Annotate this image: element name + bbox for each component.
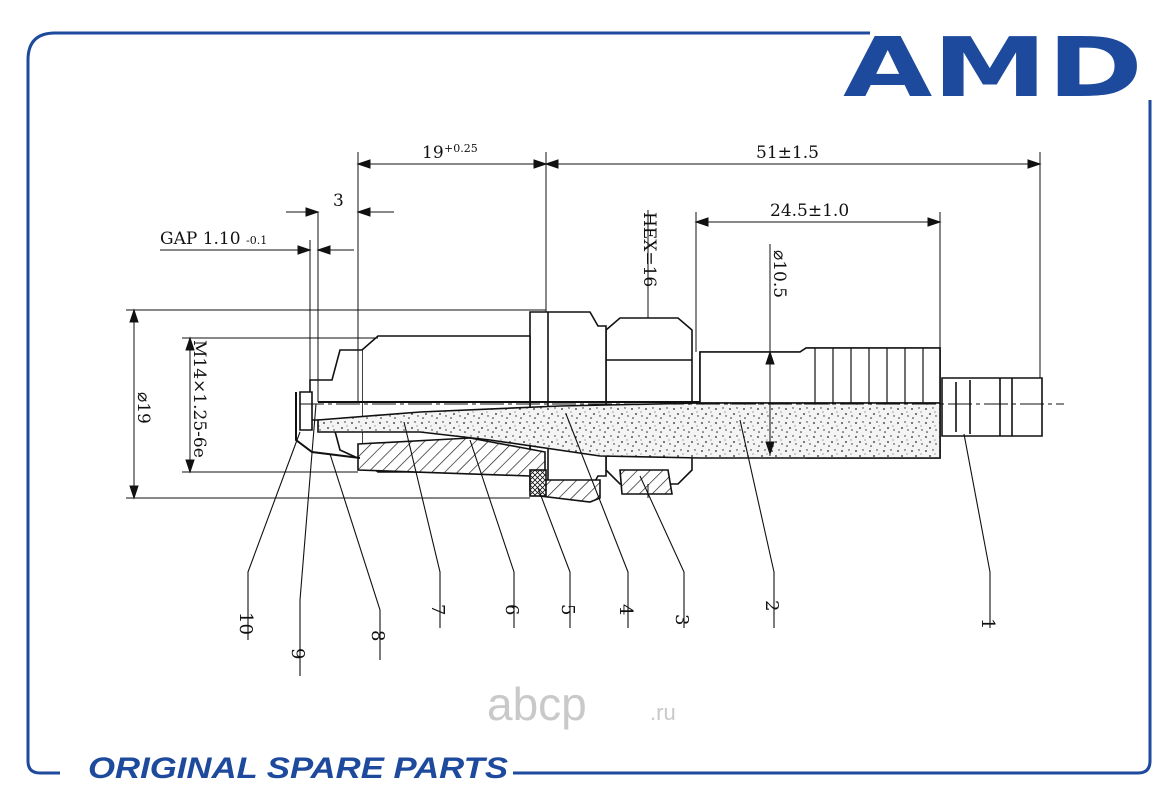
spark-plug [295,311,1064,503]
part-label-1: 1 [977,618,998,629]
leader-lines [247,403,991,676]
part-label-3: 3 [671,614,692,625]
dim-51: 51±1.5 [756,143,819,163]
part-label-7: 7 [427,604,448,615]
part-label-6: 6 [501,604,522,615]
footer-text: ORIGINAL SPARE PARTS [88,752,508,785]
dim-3: 3 [333,191,344,211]
dimension-lines [126,152,1042,500]
frame-border [26,31,1152,775]
part-label-10: 10 [235,612,256,635]
ground-electrode [295,392,361,459]
dim-dia-10-5: ⌀10.5 [769,250,789,298]
watermark: abcp .ru [487,678,676,730]
dim-gap-tol: -0.1 [246,234,267,247]
svg-text:abcp: abcp [487,678,587,730]
part-label-4: 4 [615,604,636,615]
dim-dia-19: ⌀19 [133,392,153,424]
part-label-5: 5 [557,604,578,615]
part-labels: 1 2 3 4 5 6 7 8 9 10 [235,600,998,659]
dim-19: 19 [422,143,444,163]
svg-text:.ru: .ru [650,700,676,725]
svg-text:AMD: AMD [843,21,1143,116]
part-label-8: 8 [367,630,388,641]
dim-hex: HEX=16 [639,212,659,287]
gasket [529,469,547,497]
insulator-core [317,402,941,459]
dim-24-5: 24.5±1.0 [770,201,849,221]
dim-19-tol: +0.25 [444,142,478,155]
terminal-nut [941,377,1043,437]
part-label-2: 2 [761,600,782,611]
dim-thread: M14×1.25-6e [189,340,209,458]
part-label-9: 9 [287,648,308,659]
dim-gap: GAP 1.10 [160,229,241,249]
brand-logo: AMD [843,21,1143,116]
